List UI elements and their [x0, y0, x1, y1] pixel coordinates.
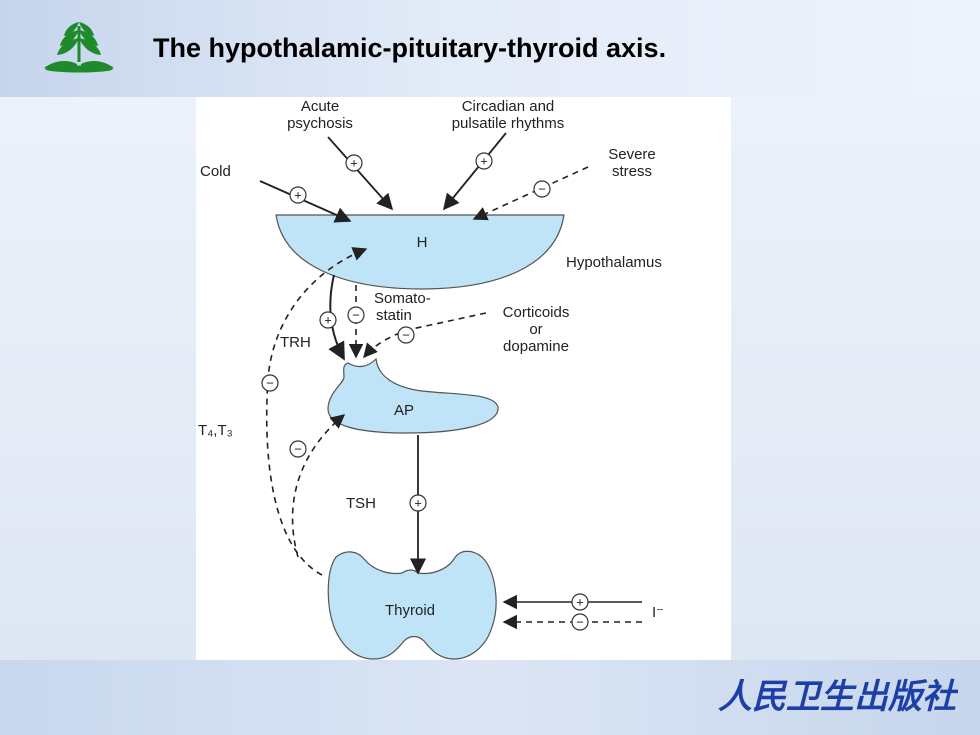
label-hypothalamus-letter: H — [417, 234, 428, 251]
sign-text: − — [538, 182, 546, 197]
footer-band — [0, 660, 980, 735]
sign-text: + — [576, 595, 584, 610]
sign-text: + — [480, 154, 488, 169]
arrow-circadian — [442, 132, 507, 211]
pituitary-shape — [327, 357, 499, 434]
label-trh: TRH — [280, 334, 311, 351]
label-tsh: TSH — [346, 495, 376, 512]
slide-title: The hypothalamic-pituitary-thyroid axis. — [153, 33, 667, 63]
arrow-severe-stress — [472, 166, 589, 221]
label-circadian-line2: pulsatile rhythms — [452, 115, 565, 132]
sign-text: + — [414, 496, 422, 511]
title-band — [0, 0, 980, 97]
sign-text: + — [324, 313, 332, 328]
sign-text: − — [576, 615, 584, 630]
minus-sign-iodide — [571, 613, 589, 631]
sign-text: − — [266, 376, 274, 391]
label-stress-line2: stress — [612, 163, 652, 180]
label-corticoids-line3: dopamine — [503, 338, 569, 355]
hypothalamus-shape — [275, 214, 565, 290]
sign-text: − — [352, 308, 360, 323]
plus-sign-iodide — [571, 593, 589, 611]
diagram-panel: + + + − + − − − − + + − Acute psychosis … — [196, 97, 731, 660]
label-stress-line1: Severe — [608, 146, 656, 163]
plus-sign-trh — [319, 311, 337, 329]
sign-text: − — [294, 442, 302, 457]
thyroid-shape — [327, 550, 497, 660]
label-cold: Cold — [200, 163, 231, 180]
sign-text: + — [294, 188, 302, 203]
publisher-name: 人民卫生出版社 — [718, 678, 958, 716]
arrow-acute-psychosis — [327, 136, 394, 211]
arrow-cold — [259, 180, 352, 223]
label-somatostatin-line2: statin — [376, 307, 412, 324]
label-iodide: I⁻ — [652, 604, 664, 621]
feedback-to-pituitary — [291, 414, 346, 558]
label-feedback-hormones: T₄,T₃ — [198, 422, 233, 439]
minus-sign-stress — [533, 180, 551, 198]
minus-sign-feedback-h — [261, 374, 279, 392]
plus-sign-tsh — [409, 494, 427, 512]
sprout-logo-icon — [44, 22, 114, 73]
label-pituitary: AP — [394, 402, 414, 419]
label-somatostatin-line1: Somato- — [374, 290, 431, 307]
label-corticoids-line1: Corticoids — [503, 304, 570, 321]
label-thyroid: Thyroid — [385, 602, 435, 619]
label-acute-line1: Acute — [301, 98, 339, 115]
publisher-logo: 人民卫生出版社 — [718, 678, 958, 716]
label-acute-line2: psychosis — [287, 115, 353, 132]
minus-sign-somatostatin — [347, 306, 365, 324]
plus-sign-circadian — [475, 152, 493, 170]
label-corticoids-line2: or — [529, 321, 542, 338]
minus-sign-corticoids — [397, 326, 415, 344]
arrow-corticoids — [363, 312, 487, 359]
plus-sign-acute — [345, 154, 363, 172]
plus-sign-cold — [289, 186, 307, 204]
sign-text: + — [350, 156, 358, 171]
sign-text: − — [402, 328, 410, 343]
minus-sign-feedback-ap — [289, 440, 307, 458]
label-circadian-line1: Circadian and — [462, 98, 555, 115]
label-hypothalamus: Hypothalamus — [566, 254, 662, 271]
